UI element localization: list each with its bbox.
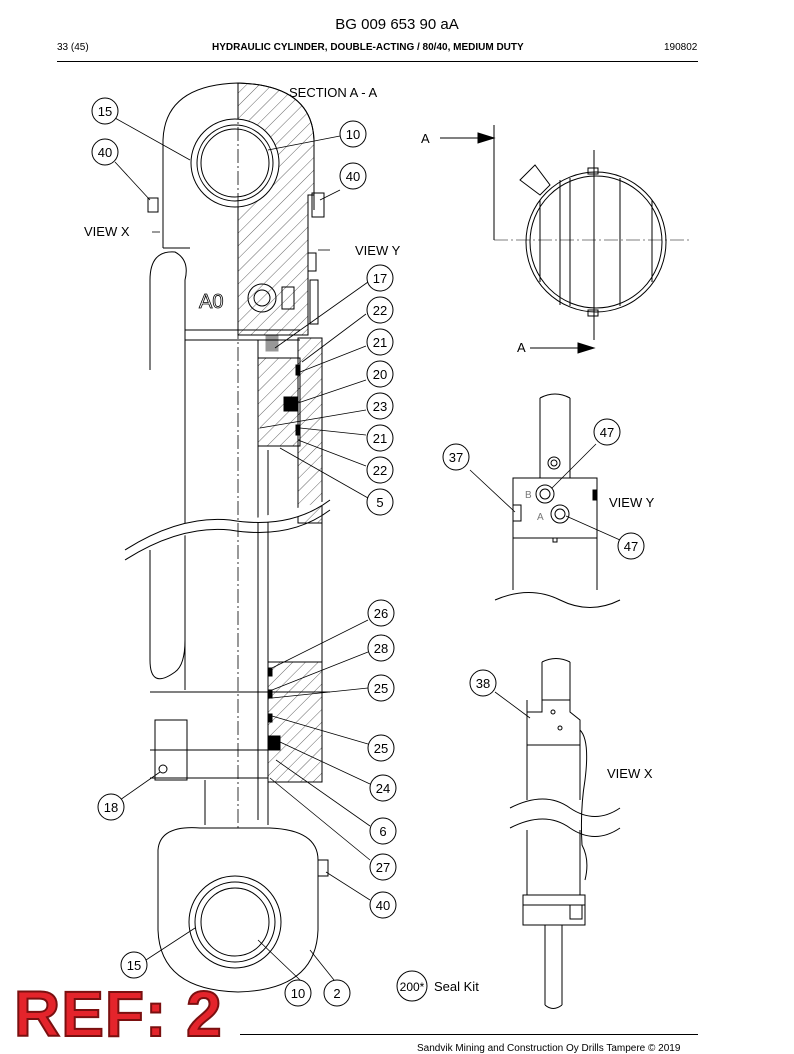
- svg-text:10: 10: [346, 127, 360, 142]
- callout-10-top: 10: [339, 120, 367, 148]
- reference-stamp: REF: 2: [13, 978, 223, 1050]
- body-mark-a0: A0: [199, 291, 223, 313]
- callout-17: 17: [366, 264, 394, 292]
- section-label: SECTION A - A: [289, 85, 377, 100]
- svg-text:24: 24: [376, 781, 390, 796]
- view-y-leaders: [469, 443, 621, 541]
- leader-lines: [114, 117, 371, 981]
- view-y-pointer-label: VIEW Y: [355, 243, 401, 258]
- svg-text:5: 5: [376, 495, 383, 510]
- svg-text:47: 47: [624, 539, 638, 554]
- callout-10-bottom: 10: [284, 979, 312, 1007]
- callout-40-top-right: 40: [339, 162, 367, 190]
- svg-text:2: 2: [333, 986, 340, 1001]
- page-indicator: 33 (45): [57, 42, 89, 53]
- svg-text:38: 38: [476, 676, 490, 691]
- footer-divider: [240, 1034, 698, 1035]
- callout-38: 38: [469, 669, 497, 697]
- port-a-label: A: [537, 512, 544, 523]
- svg-text:18: 18: [104, 800, 118, 815]
- svg-text:25: 25: [374, 741, 388, 756]
- section-marker-top: A: [421, 131, 430, 146]
- view-y-title: VIEW Y: [609, 495, 655, 510]
- header-divider: [57, 61, 698, 62]
- callout-5: 5: [366, 488, 394, 516]
- callout-25-b: 25: [367, 734, 395, 762]
- view-x-leader: [494, 691, 531, 719]
- svg-text:40: 40: [346, 169, 360, 184]
- callout-24: 24: [369, 774, 397, 802]
- view-y-drawing: [494, 393, 621, 608]
- view-x-drawing: [509, 658, 621, 1009]
- callout-40-top-left: 40: [91, 138, 119, 166]
- document-number: BG 009 653 90 aA: [335, 16, 459, 33]
- svg-text:10: 10: [291, 986, 305, 1001]
- callout-23: 23: [366, 392, 394, 420]
- callout-20: 20: [366, 360, 394, 388]
- callout-47-a: 47: [593, 418, 621, 446]
- callout-22-b: 22: [366, 456, 394, 484]
- svg-text:6: 6: [379, 824, 386, 839]
- svg-text:47: 47: [600, 425, 614, 440]
- svg-text:200*: 200*: [400, 980, 425, 994]
- svg-text:15: 15: [127, 958, 141, 973]
- cylinder-section-drawing: [124, 82, 331, 993]
- callout-26: 26: [367, 599, 395, 627]
- section-view-drawing: [440, 125, 690, 354]
- svg-text:37: 37: [449, 450, 463, 465]
- svg-text:21: 21: [373, 335, 387, 350]
- callout-40-bottom: 40: [369, 891, 397, 919]
- date-code: 190802: [664, 42, 698, 53]
- svg-text:20: 20: [373, 367, 387, 382]
- svg-text:40: 40: [98, 145, 112, 160]
- svg-text:40: 40: [376, 898, 390, 913]
- svg-text:27: 27: [376, 860, 390, 875]
- callout-18: 18: [97, 793, 125, 821]
- callout-2: 2: [323, 979, 351, 1007]
- callout-15-bottom: 15: [120, 951, 148, 979]
- callout-balloons: 15 40 10 40 17 22 21 20 23 21 22 5 26 28…: [91, 97, 645, 1007]
- view-x-title: VIEW X: [607, 766, 653, 781]
- callout-27: 27: [369, 853, 397, 881]
- section-marker-bottom: A: [517, 340, 526, 355]
- svg-text:22: 22: [373, 463, 387, 478]
- svg-text:25: 25: [374, 681, 388, 696]
- footer-copyright: Sandvik Mining and Construction Oy Drill…: [417, 1043, 681, 1054]
- svg-text:23: 23: [373, 399, 387, 414]
- callout-seal-kit: 200*: [396, 970, 428, 1002]
- callout-47-b: 47: [617, 532, 645, 560]
- callout-37: 37: [442, 443, 470, 471]
- callout-21-a: 21: [366, 328, 394, 356]
- port-b-label: B: [525, 490, 532, 501]
- svg-text:21: 21: [373, 431, 387, 446]
- callout-25-a: 25: [367, 674, 395, 702]
- svg-text:28: 28: [374, 641, 388, 656]
- svg-text:22: 22: [373, 303, 387, 318]
- callout-28: 28: [367, 634, 395, 662]
- svg-text:15: 15: [98, 104, 112, 119]
- callout-22-a: 22: [366, 296, 394, 324]
- svg-text:26: 26: [374, 606, 388, 621]
- document-title: HYDRAULIC CYLINDER, DOUBLE-ACTING / 80/4…: [212, 42, 524, 53]
- callout-6: 6: [369, 817, 397, 845]
- seal-kit-label: Seal Kit: [434, 979, 479, 994]
- view-x-pointer-label: VIEW X: [84, 224, 130, 239]
- callout-21-b: 21: [366, 424, 394, 452]
- svg-text:17: 17: [373, 271, 387, 286]
- callout-15-top: 15: [91, 97, 119, 125]
